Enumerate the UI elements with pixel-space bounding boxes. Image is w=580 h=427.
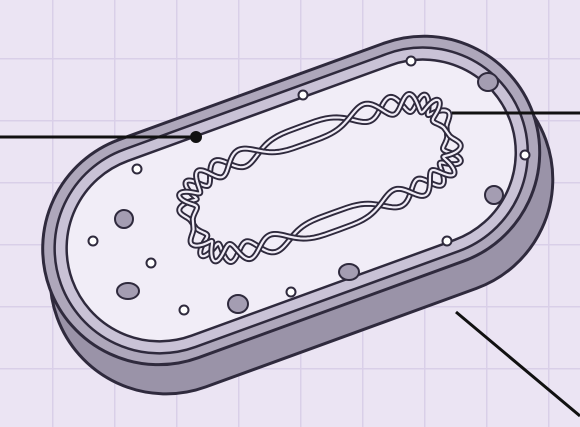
small-granule bbox=[147, 259, 156, 268]
granule bbox=[485, 186, 503, 204]
small-granule bbox=[180, 306, 189, 315]
small-granule bbox=[89, 237, 98, 246]
leader-line-cell-wall bbox=[456, 312, 580, 416]
granule bbox=[115, 210, 133, 228]
small-granule bbox=[521, 151, 530, 160]
granule bbox=[117, 283, 139, 299]
small-granule bbox=[133, 165, 142, 174]
small-granule bbox=[407, 57, 416, 66]
small-granule bbox=[287, 288, 296, 297]
granule bbox=[228, 295, 248, 313]
leader-dot-cytoplasm bbox=[190, 131, 202, 143]
small-granule bbox=[299, 91, 308, 100]
granule bbox=[339, 264, 359, 280]
granule bbox=[478, 73, 498, 91]
small-granule bbox=[443, 237, 452, 246]
